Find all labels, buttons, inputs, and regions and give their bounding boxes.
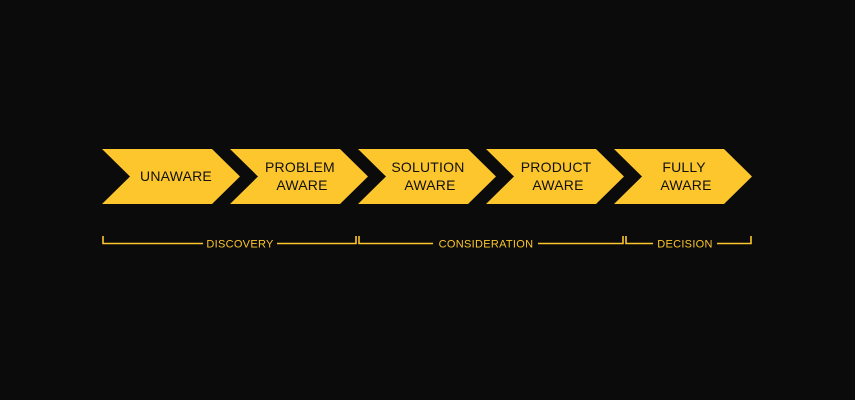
stage-label: UNAWARE (140, 168, 212, 184)
stage-arrow (614, 149, 752, 204)
stage-label-line: PRODUCT (521, 159, 592, 175)
stage-fully-aware: FULLY AWARE (614, 149, 752, 204)
stage-arrow (486, 149, 624, 204)
phase-label: CONSIDERATION (439, 239, 534, 251)
phase-label: DECISION (657, 239, 713, 251)
stage-problem-aware: PROBLEM AWARE (230, 149, 368, 204)
stage-label-line: SOLUTION (391, 159, 464, 175)
stage-label-line: AWARE (404, 177, 455, 193)
stage-label-line: AWARE (532, 177, 583, 193)
phase-discovery: DISCOVERY (102, 236, 357, 251)
stage-label: PROBLEM AWARE (265, 159, 339, 193)
phase-bracket (102, 236, 357, 245)
stage-label: PRODUCT AWARE (521, 159, 595, 193)
stage-unaware: UNAWARE (102, 149, 240, 204)
stage-label-line: AWARE (276, 177, 327, 193)
stage-product-aware: PRODUCT AWARE (486, 149, 624, 204)
phase-consideration: CONSIDERATION (358, 236, 624, 251)
stage-solution-aware: SOLUTION AWARE (358, 149, 496, 204)
stage-arrow (358, 149, 496, 204)
phase-bracket (625, 236, 752, 245)
stage-label-line: AWARE (660, 177, 711, 193)
stage-label: FULLY AWARE (660, 159, 711, 193)
phase-label: DISCOVERY (206, 239, 274, 251)
stage-arrow (102, 149, 240, 204)
phase-bracket (358, 236, 624, 245)
stage-label-line: FULLY (662, 159, 706, 175)
stage-arrow (230, 149, 368, 204)
stage-label-line: UNAWARE (140, 168, 212, 184)
stage-label: SOLUTION AWARE (391, 159, 468, 193)
phase-decision: DECISION (625, 236, 752, 251)
stage-label-line: PROBLEM (265, 159, 335, 175)
